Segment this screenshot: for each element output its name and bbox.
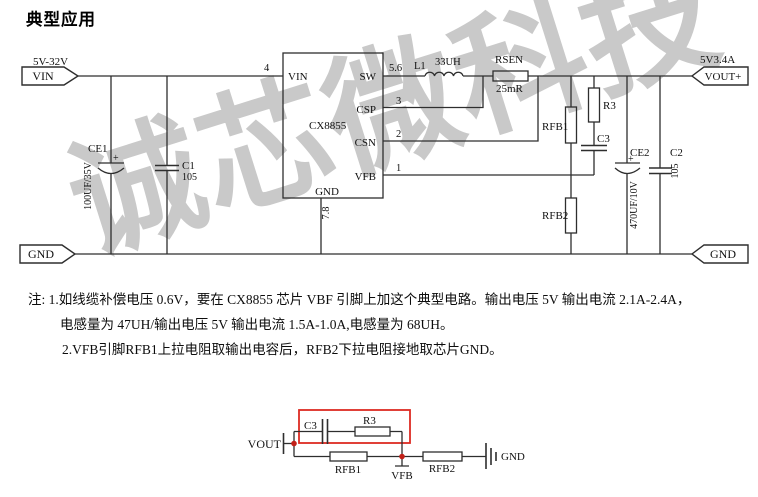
c1-plates: [155, 164, 179, 172]
resistor-rfb2: RFB2: [542, 175, 578, 254]
chip-body: [282, 52, 384, 199]
rfb2-ref-label: RFB2: [542, 210, 568, 222]
c1-ref-label: C1: [182, 160, 195, 172]
c3-plates: [581, 144, 607, 152]
chip-pin-vin-label: VIN: [288, 71, 308, 83]
note-line-3: 2.VFB引脚RFB1上拉电阻取输出电容后，RFB2下拉电阻接地取芯片GND。: [62, 342, 503, 357]
input-rating-label: 5V-32V: [33, 56, 68, 68]
sub-c3-label: C3: [304, 420, 317, 432]
c2-ref-label: C2: [670, 147, 683, 159]
l1-coil: [424, 71, 464, 77]
chip-pin-csn-label: CSN: [355, 137, 376, 149]
rsen-value-label: 25mR: [496, 83, 524, 95]
sub-r3-body: [354, 426, 391, 437]
sub-rfb1-label: RFB1: [335, 464, 361, 476]
watermark-text: 诚芯微科技: [52, 0, 735, 279]
rfb1-body: [564, 106, 578, 144]
rfb2-body: [564, 197, 578, 234]
vin-terminal-shape: [21, 66, 80, 86]
sub-r3-label: R3: [363, 415, 376, 427]
chip-pin-sw-label: SW: [360, 71, 377, 83]
sub-vout-junction-dot: [291, 440, 297, 447]
sub-gnd-label: GND: [501, 451, 525, 463]
rsen-ref-label: RSEN: [495, 54, 523, 66]
ce2-ref-label: CE2: [630, 147, 650, 159]
resistor-rsen: RSEN 25mR: [492, 54, 529, 95]
resistor-r3: R3: [587, 76, 616, 146]
chip-pin56-number: 5.6: [389, 63, 402, 74]
chip-part-label: CX8855: [309, 120, 347, 132]
r3-ref-label: R3: [603, 100, 616, 112]
sub-vfb-label: VFB: [391, 470, 412, 482]
capacitor-ce2: + CE2 470UF/10V: [614, 76, 650, 254]
capacitor-c3: C3: [581, 133, 610, 175]
gnd-right-terminal-shape: [690, 244, 749, 264]
vout-terminal-shape: [690, 66, 749, 86]
c1-value-label: 105: [182, 172, 197, 183]
gnd-left-terminal-label: GND: [28, 247, 54, 261]
note-line-1: 注: 1.如线缆补偿电压 0.6V，要在 CX8855 芯片 VBF 引脚上加这…: [28, 292, 691, 307]
capacitor-c2: C2 105: [649, 76, 683, 254]
csn-wire: [383, 76, 539, 142]
vin-terminal-label: VIN: [32, 69, 54, 83]
r3-body: [587, 87, 601, 123]
sub-c3-plates: [321, 419, 329, 444]
resistor-rfb1: RFB1: [542, 76, 578, 175]
inductor-l1: L1 33UH: [414, 57, 464, 77]
chip-pin4-number: 4: [264, 63, 270, 74]
chip-cx8855: VIN SW CSP CSN VFB CX8855 GND 4 5.6 3 2 …: [264, 52, 402, 254]
chip-pin78-number: 7.8: [321, 206, 332, 219]
ce2-value-label: 470UF/10V: [629, 180, 640, 229]
chip-pin-vfb-label: VFB: [355, 171, 376, 183]
sub-ground-symbol: [485, 443, 497, 469]
sub-rfb2-body: [422, 451, 463, 462]
output-rating-label: 5V3.4A: [700, 54, 735, 66]
ce1-plate-curved: [97, 167, 125, 175]
c3-ref-label: C3: [597, 133, 610, 145]
chip-pin1-number: 1: [396, 163, 401, 174]
chip-pin2-number: 2: [396, 129, 401, 140]
ce1-polarity: +: [113, 153, 119, 164]
chip-pin-csp-label: CSP: [356, 104, 376, 116]
ce2-polarity: +: [628, 154, 634, 165]
main-schematic: VIN 5V-32V VOUT+ 5V3.4A GND GND + CE1 10…: [19, 52, 749, 264]
vout-terminal-label: VOUT+: [705, 71, 742, 83]
rsen-body: [492, 70, 529, 82]
capacitor-c1: C1 105: [155, 76, 197, 254]
ce1-ref-label: CE1: [88, 143, 108, 155]
gnd-left-terminal-shape: [19, 244, 77, 264]
note-line-2: 电感量为 47UH/输出电压 5V 输出电流 1.5A-1.0A,电感量为 68…: [60, 317, 454, 332]
c2-plates: [649, 167, 672, 175]
csp-wire: [383, 76, 484, 109]
l1-value-label: 33UH: [435, 57, 461, 68]
capacitor-ce1: + CE1 100UF/35V: [83, 76, 125, 254]
ce2-plate-curved: [614, 167, 641, 175]
page-title: 典型应用: [26, 11, 96, 29]
sub-vfb-junction-dot: [399, 453, 405, 460]
chip-pin-gnd-label: GND: [315, 186, 339, 198]
sub-rfb1-body: [329, 451, 368, 462]
feedback-subcircuit: VOUT C3 R3 RFB1 RFB2 VFB GND: [248, 409, 525, 482]
c2-value-label: 105: [670, 164, 681, 179]
chip-pin3-number: 3: [396, 96, 401, 107]
highlight-red-box: [298, 409, 411, 444]
sub-vout-label: VOUT: [248, 437, 282, 451]
ce1-value-label: 100UF/35V: [83, 161, 94, 210]
rfb1-ref-label: RFB1: [542, 121, 568, 133]
l1-ref-label: L1: [414, 61, 426, 72]
sub-rfb2-label: RFB2: [429, 463, 455, 475]
gnd-right-terminal-label: GND: [710, 247, 736, 261]
